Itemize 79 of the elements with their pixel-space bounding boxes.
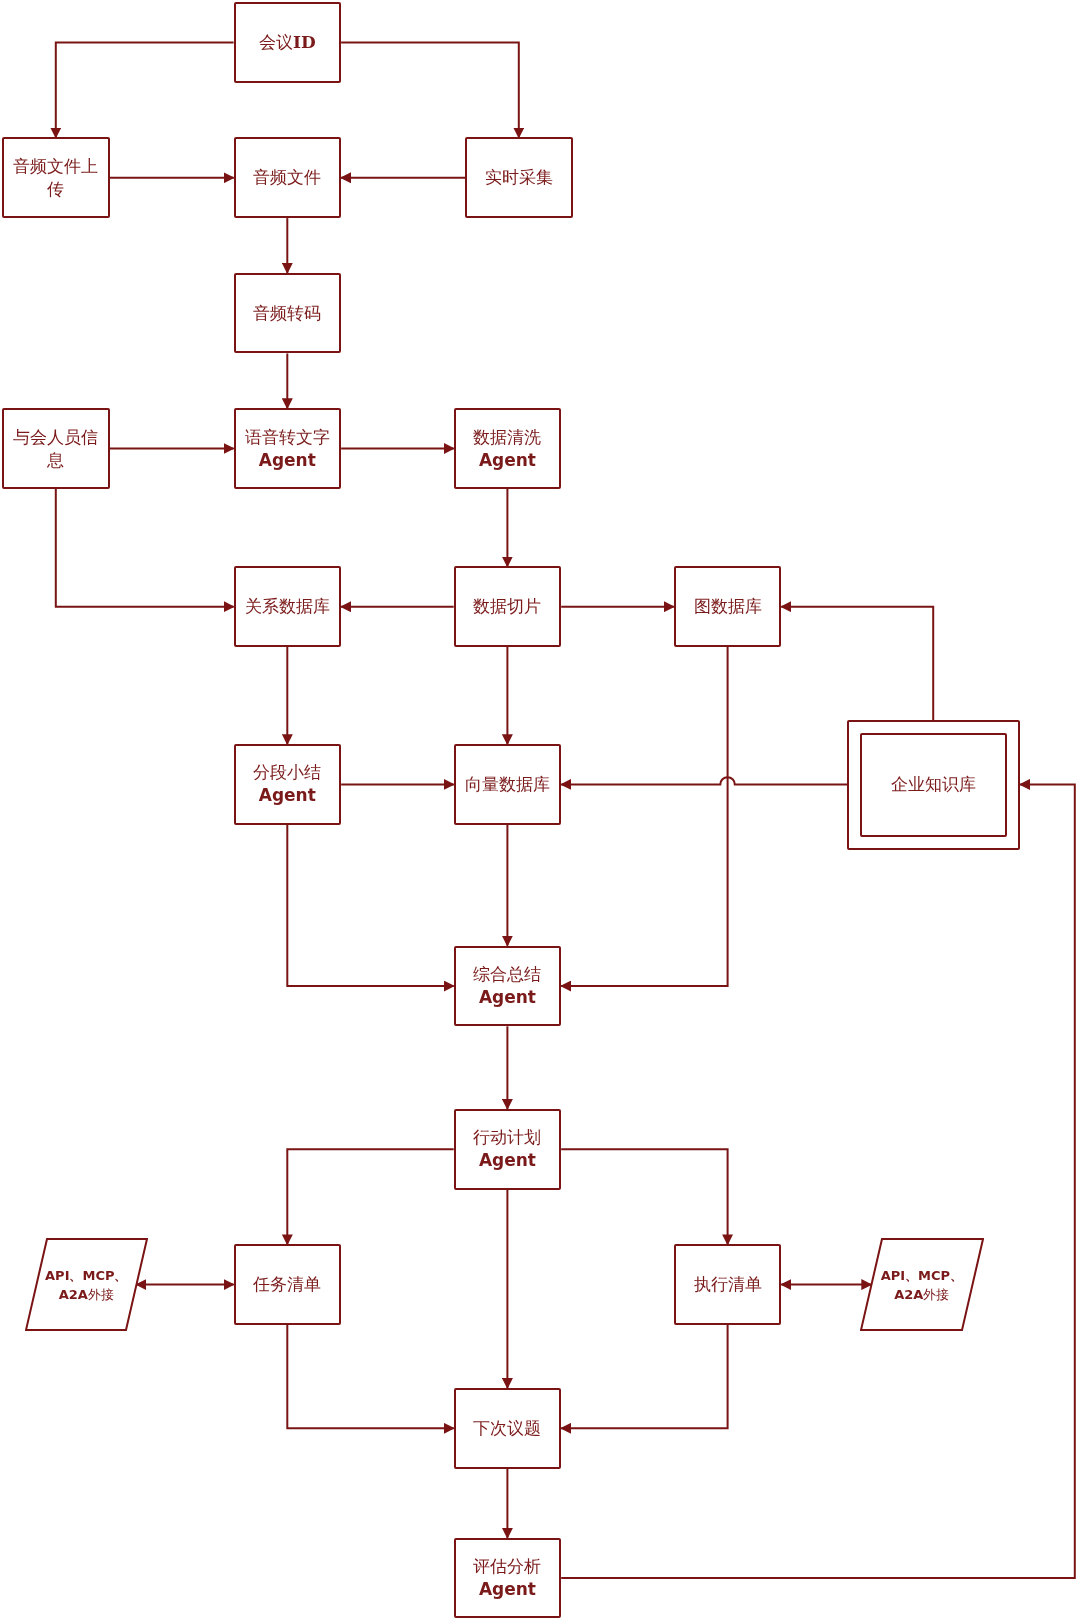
box-label: API、MCP、A2A外接: [879, 1266, 965, 1304]
io-parallelogram: [24, 1238, 148, 1332]
arrow: [560, 646, 729, 992]
arrow: [54, 487, 235, 613]
arrow: [286, 1323, 455, 1434]
box-label: 会议ID: [258, 30, 316, 54]
process-box: [233, 2, 342, 83]
agent-label: Agent: [478, 1149, 536, 1173]
arrow: [560, 1323, 729, 1434]
arrow: [108, 443, 235, 454]
arrow: [286, 823, 455, 992]
box-label: 关系数据库: [244, 595, 330, 619]
process-box: [673, 566, 782, 647]
arrow: [281, 646, 293, 746]
process-box: [2, 137, 110, 219]
agent-label: Agent: [258, 448, 316, 472]
arrow: [135, 1279, 235, 1291]
box-label: 图数据库: [693, 595, 762, 619]
process-box: [233, 566, 342, 647]
box-label: 实时采集: [484, 166, 553, 190]
arrow: [501, 1188, 513, 1390]
process-box: [453, 744, 562, 825]
process-box: [233, 137, 342, 219]
agent-box: [453, 1537, 562, 1619]
agent-label: Agent: [478, 1578, 536, 1602]
box-label: 综合总结: [473, 962, 542, 986]
arrow: [560, 776, 849, 790]
arrow: [501, 823, 513, 947]
agent-label: Agent: [478, 448, 536, 472]
agent-box: [453, 1108, 562, 1190]
arrow: [560, 601, 675, 613]
arrow: [50, 41, 235, 139]
box-label: 任务清单: [253, 1273, 322, 1297]
io-parallelogram: [859, 1238, 984, 1332]
arrow: [501, 1467, 513, 1539]
agent-label: Agent: [258, 784, 316, 808]
arrow: [108, 172, 235, 184]
box-label: 音频转码: [253, 301, 322, 325]
arrow: [281, 1148, 455, 1246]
box-label: 向量数据库: [464, 772, 550, 796]
agent-box: [233, 744, 342, 825]
process-box: [453, 566, 562, 647]
arrow: [340, 41, 525, 139]
box-label: 与会人员信息: [12, 425, 100, 472]
arrow: [281, 217, 293, 274]
box-label: 语音转文字: [244, 425, 330, 449]
agent-box: [233, 408, 342, 489]
box-label: 数据清洗: [473, 425, 542, 449]
box-label: 分段小结: [253, 761, 322, 785]
process-box: [673, 1244, 782, 1325]
arrow: [340, 601, 455, 613]
box-label: 数据切片: [473, 595, 542, 619]
box-label: 音频文件上传: [12, 154, 100, 201]
arrow: [560, 778, 1076, 1580]
arrow: [340, 172, 467, 184]
agent-label: Agent: [478, 985, 536, 1009]
process-box: [453, 1387, 562, 1469]
box-label: 执行清单: [693, 1273, 762, 1297]
arrow: [340, 778, 455, 790]
arrow: [281, 352, 293, 410]
arrow: [560, 1148, 734, 1246]
box-label: 评估分析: [473, 1555, 542, 1579]
box-label: API、MCP、A2A外接: [44, 1266, 129, 1304]
agent-box: [453, 408, 562, 489]
arrow: [501, 1025, 513, 1110]
box-label: 行动计划: [473, 1126, 542, 1150]
box-label: 音频文件: [253, 166, 322, 190]
process-box: [233, 272, 342, 354]
arrow: [501, 487, 513, 568]
box-label: 下次议题: [473, 1416, 542, 1440]
database-box: [847, 720, 1021, 850]
process-box: [233, 1244, 342, 1325]
arrow: [501, 646, 513, 746]
agent-box: [453, 945, 562, 1027]
box-label: 企业知识库: [891, 773, 977, 797]
process-box: [465, 137, 573, 219]
process-box: [2, 408, 110, 489]
arrow: [340, 443, 455, 454]
arrow: [780, 601, 935, 722]
